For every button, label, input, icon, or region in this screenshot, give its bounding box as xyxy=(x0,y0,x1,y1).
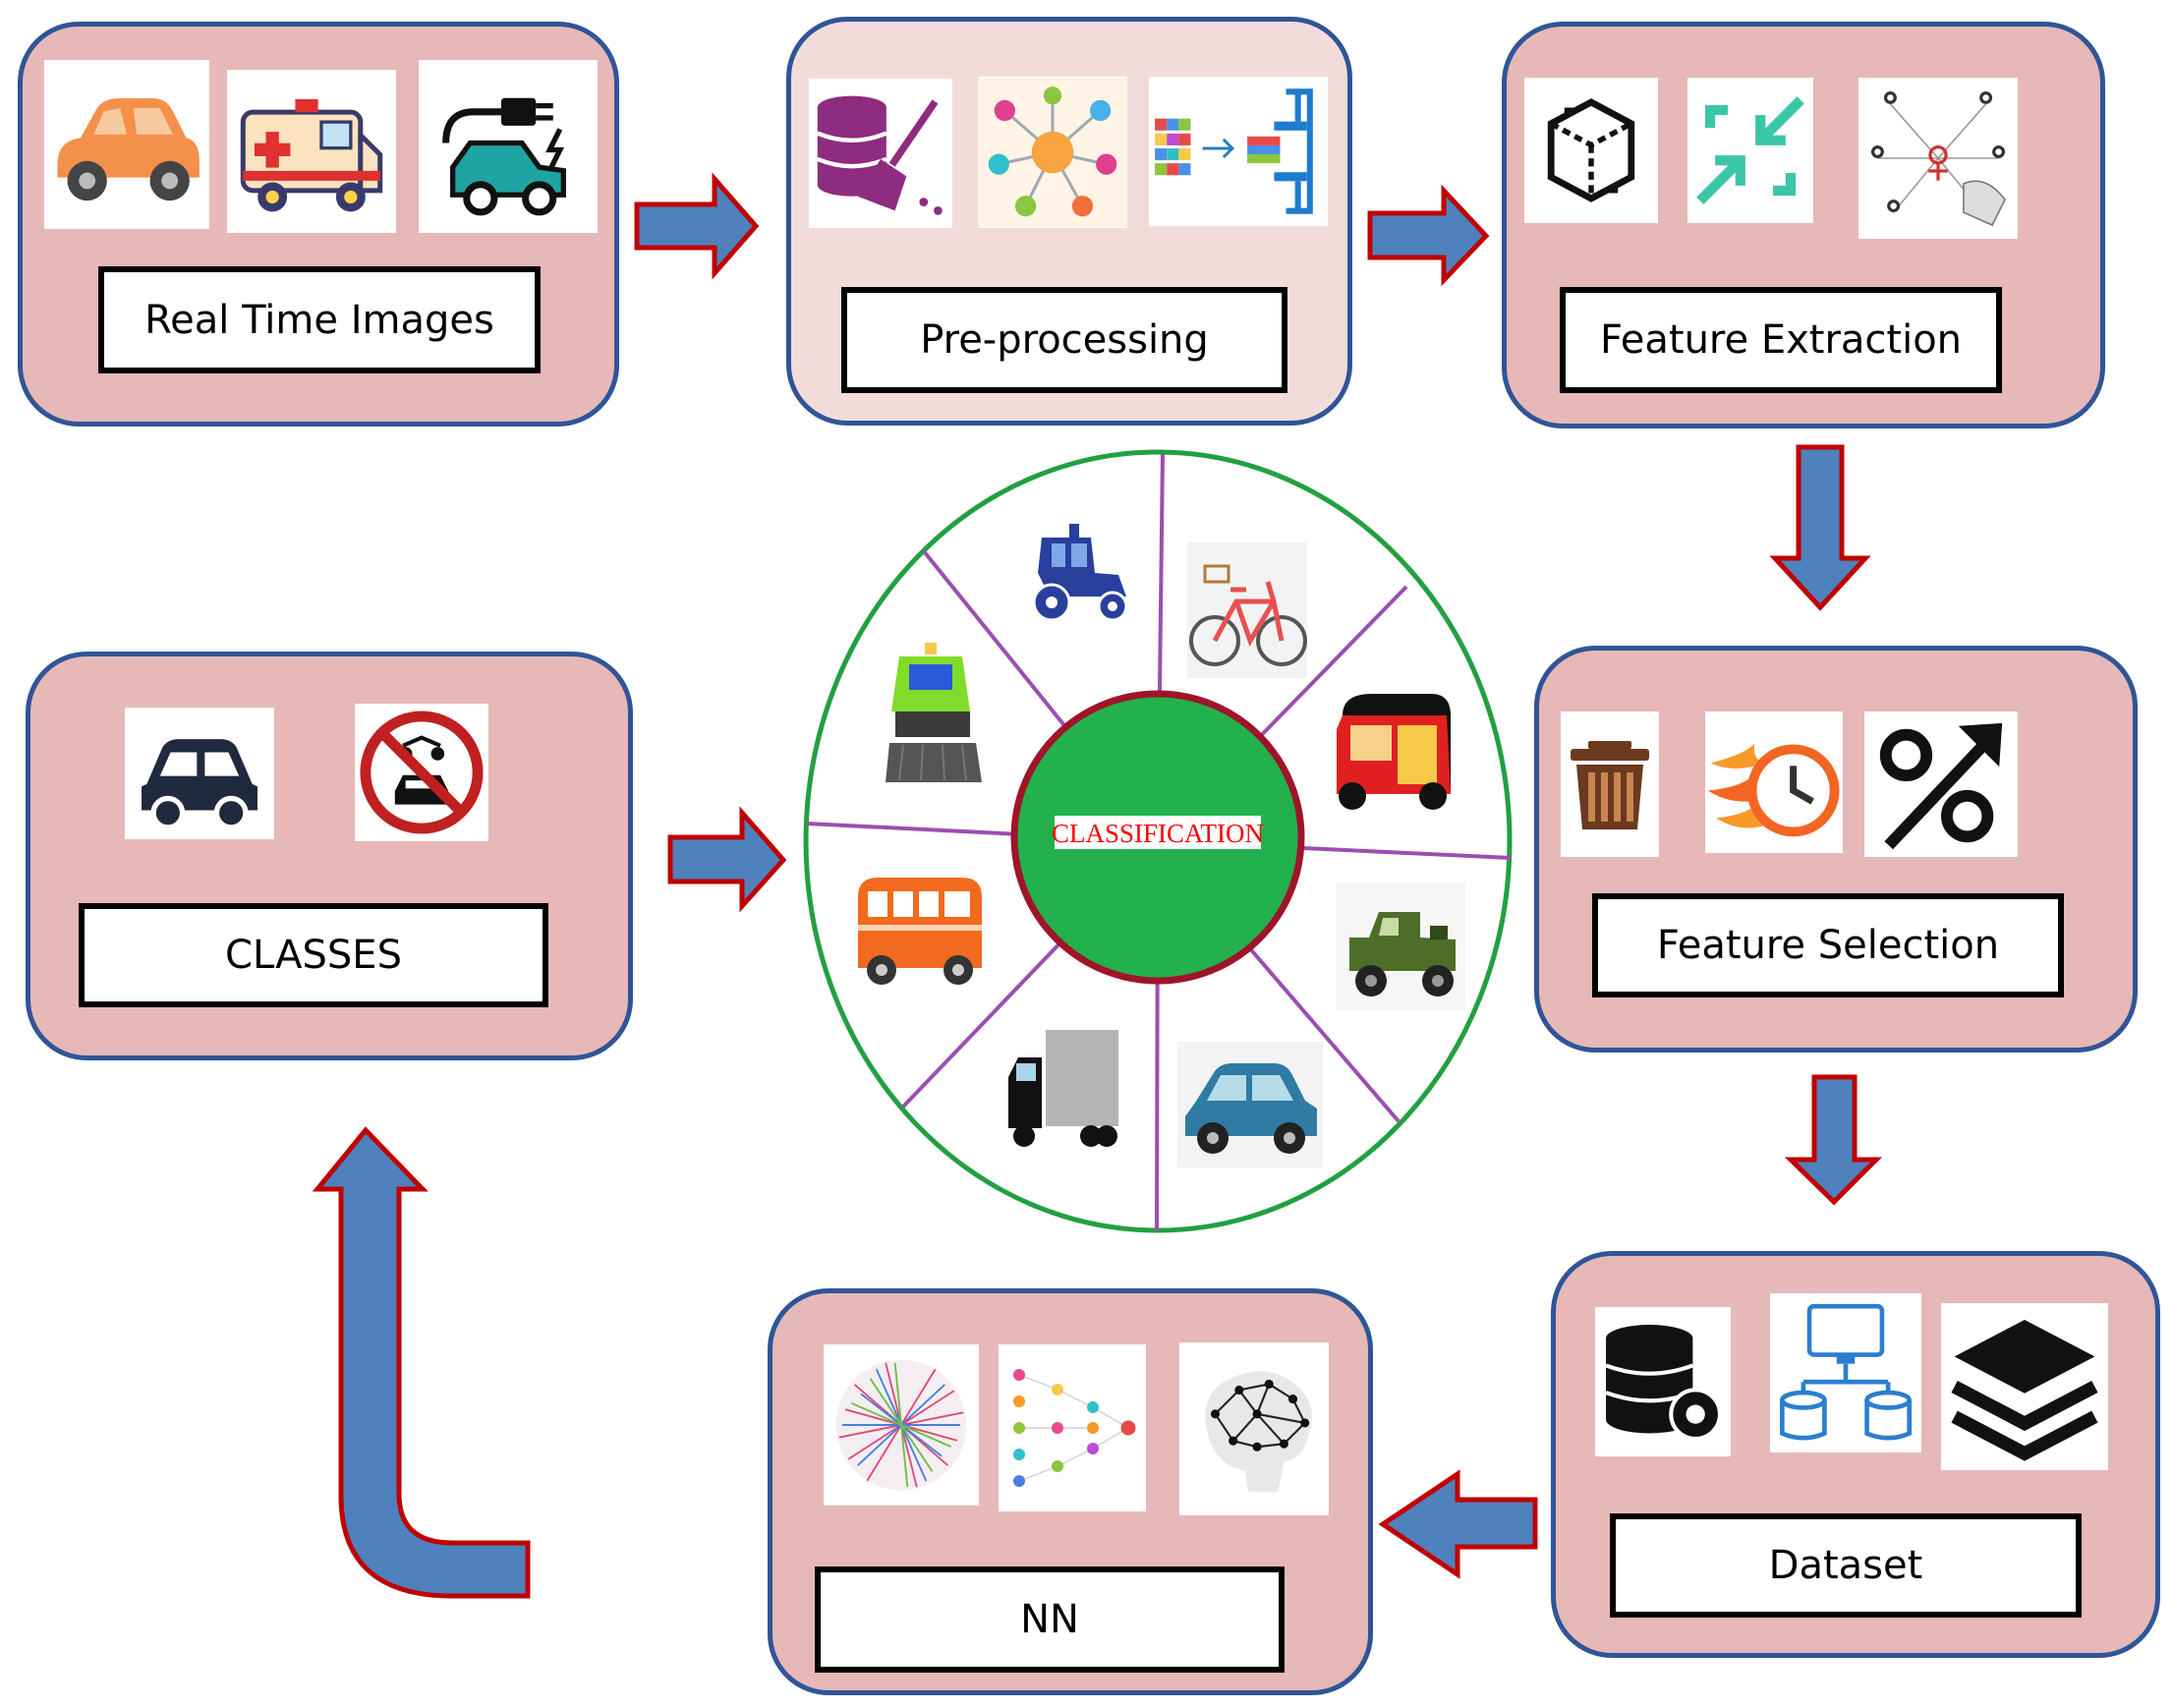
stage-feature-selection: Feature Selection xyxy=(1534,646,2138,1053)
truck-icon xyxy=(1002,1028,1120,1154)
computer-database-icon xyxy=(1770,1293,1921,1452)
electric-car-icon xyxy=(419,60,598,233)
stage-real-time-images: Real Time Images xyxy=(18,22,619,427)
classification-label: CLASSIFICATION xyxy=(1052,819,1264,848)
stage-classes: CLASSES xyxy=(26,652,633,1060)
stage-label-feature-selection: Feature Selection xyxy=(1592,893,2064,997)
auto-rickshaw-icon xyxy=(1323,686,1462,826)
stage-label-real-time-images: Real Time Images xyxy=(98,266,541,373)
data-cleaning-icon xyxy=(809,79,952,228)
neural-mesh-icon xyxy=(824,1344,979,1506)
database-gear-icon xyxy=(1595,1307,1731,1456)
data-network-icon xyxy=(978,77,1127,228)
car-icon xyxy=(44,60,209,229)
bus-icon xyxy=(850,868,990,996)
car-silhouette-icon xyxy=(125,708,274,839)
neural-layers-icon xyxy=(999,1344,1146,1511)
stage-label-feature-extraction: Feature Extraction xyxy=(1560,287,2002,393)
car-icon xyxy=(1177,1042,1323,1167)
tractor-icon xyxy=(1010,518,1138,630)
classification-label-bg xyxy=(1055,816,1261,849)
stage-feature-extraction: Feature Extraction xyxy=(1502,22,2105,428)
stage-label-preprocessing: Pre-processing xyxy=(841,287,1287,393)
compress-arrows-icon xyxy=(1687,78,1813,223)
percent-up-icon xyxy=(1864,712,2018,857)
stage-label-nn: NN xyxy=(815,1566,1285,1673)
bulldozer-icon xyxy=(884,643,982,790)
brain-network-icon xyxy=(1179,1342,1329,1515)
stage-nn: NN xyxy=(768,1288,1373,1695)
trash-bin-icon xyxy=(1561,712,1659,857)
fast-clock-icon xyxy=(1705,712,1843,853)
network-people-icon xyxy=(1858,78,2018,239)
stage-label-classes: CLASSES xyxy=(79,903,548,1007)
stage-label-dataset: Dataset xyxy=(1610,1513,2082,1618)
stage-dataset: Dataset xyxy=(1551,1251,2160,1658)
bicycle-icon xyxy=(1187,542,1307,678)
cube-icon xyxy=(1524,78,1658,223)
jeep-icon xyxy=(1336,882,1465,1010)
layers-icon xyxy=(1941,1303,2108,1470)
ambulance-icon xyxy=(227,70,396,233)
stage-preprocessing: Pre-processing xyxy=(786,17,1352,426)
no-vehicles-sign-icon xyxy=(355,704,488,841)
data-compression-icon xyxy=(1149,77,1328,226)
